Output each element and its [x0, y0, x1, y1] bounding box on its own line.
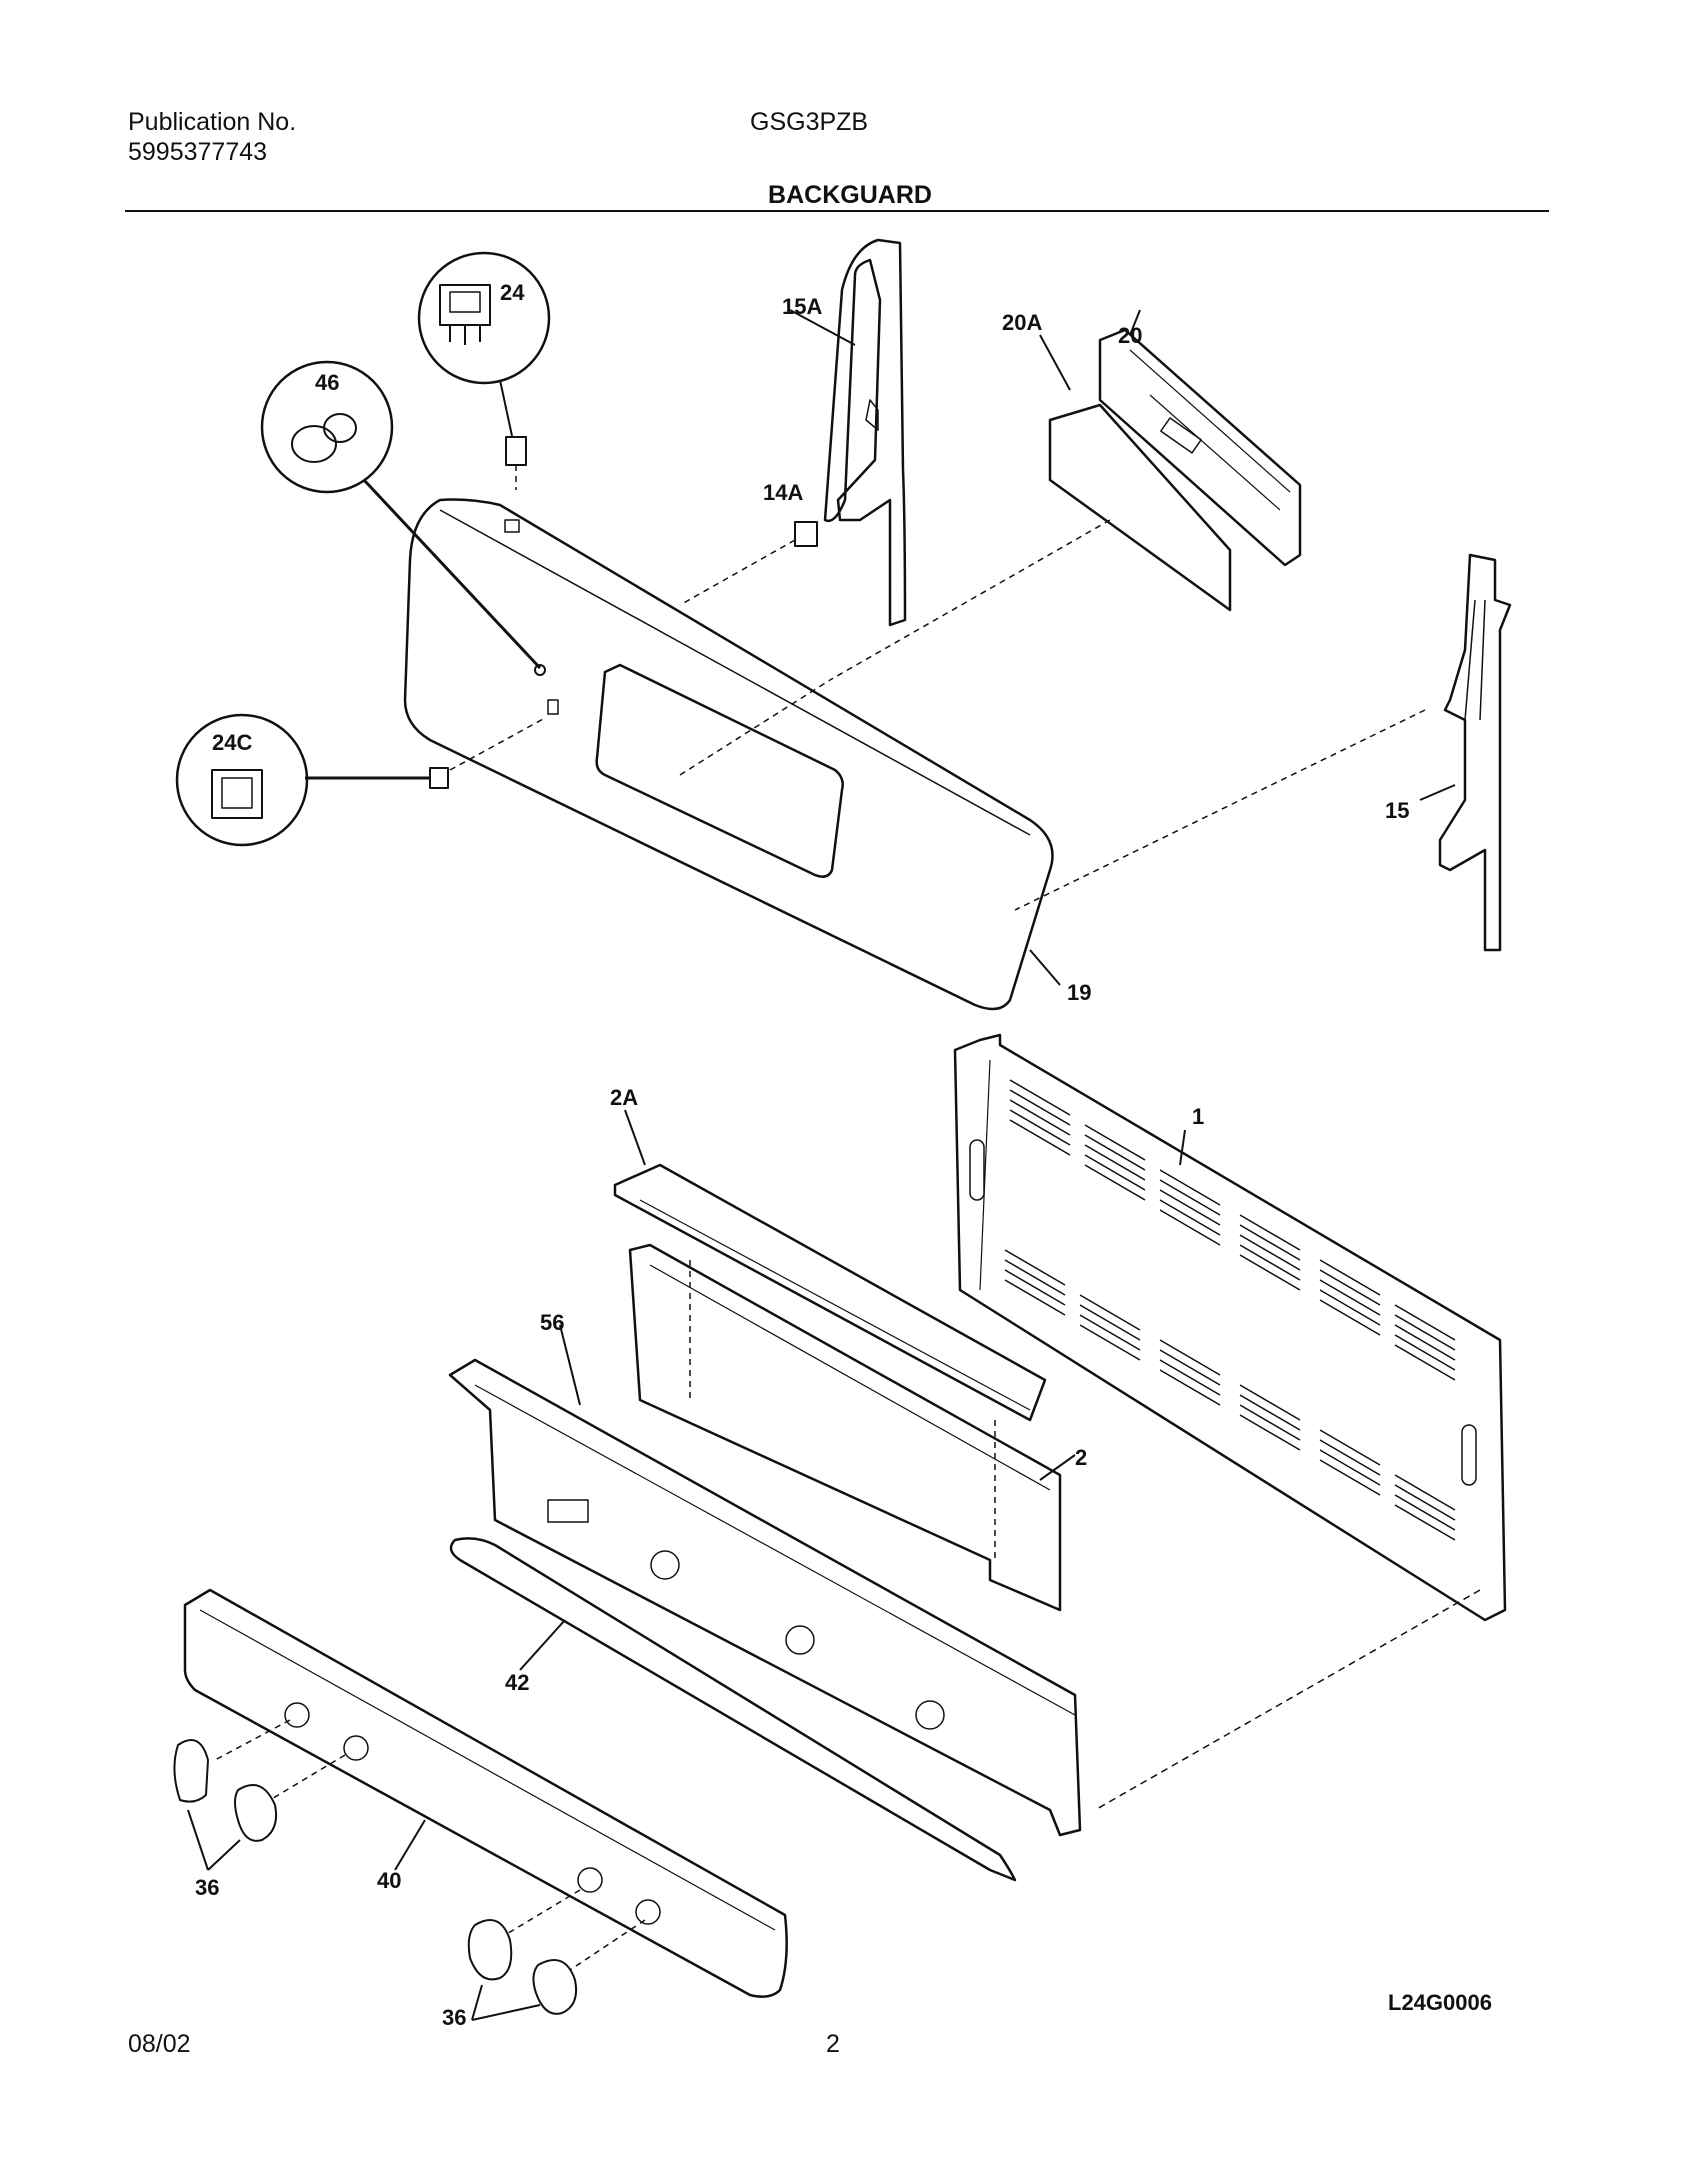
- callout-label-19: 19: [1067, 980, 1091, 1005]
- callout-label-42: 42: [505, 1670, 529, 1695]
- knob-group-upper-36: [173, 1719, 346, 1871]
- part-15-bracket: [1438, 553, 1512, 952]
- part-24c-switch-small: [429, 767, 449, 789]
- callout-label-46: 46: [315, 370, 339, 395]
- callout-label-2: 2: [1075, 1445, 1087, 1470]
- callout-label-1: 1: [1192, 1104, 1204, 1129]
- callout-label-20: 20: [1118, 323, 1142, 348]
- header-rule: [125, 210, 1549, 212]
- callout-label-20a: 20A: [1002, 310, 1042, 335]
- callout-circle-24c: [175, 713, 309, 847]
- panel-display-window: [595, 663, 844, 878]
- callout-label-56: 56: [540, 1310, 564, 1335]
- part-19-backguard-panel: [403, 498, 1054, 1011]
- part-42-trim-strip: [449, 1537, 1017, 1882]
- callout-circle-24: [417, 251, 551, 385]
- drawing-code: L24G0006: [1388, 1990, 1492, 2015]
- callout-label-24c: 24C: [212, 730, 252, 755]
- callout-circle-46: [260, 360, 394, 494]
- part-15a-bracket: [823, 238, 907, 627]
- callout-label-15: 15: [1385, 798, 1409, 823]
- part-2a-shield: [613, 1163, 1047, 1422]
- rear-panel-louvers: [1004, 1079, 1456, 1541]
- part-2-inner-panel: [628, 1243, 1062, 1612]
- callout-label-36-upper: 36: [195, 1875, 219, 1900]
- callout-label-2a: 2A: [610, 1085, 638, 1110]
- callout-label-24: 24: [500, 280, 525, 305]
- model-number: GSG3PZB: [750, 108, 869, 136]
- callout-label-36-lower: 36: [442, 2005, 466, 2030]
- part-20a-overlay: [1048, 403, 1232, 612]
- knob-group-lower-36: [467, 1889, 646, 2021]
- callout-label-15a: 15A: [782, 294, 822, 319]
- publication-label: Publication No.: [128, 108, 297, 136]
- callout-label-14a: 14A: [763, 480, 803, 505]
- page-number: 2: [826, 2030, 840, 2058]
- part-1-rear-panel: [953, 1033, 1507, 1622]
- part-14a-clip: [794, 521, 818, 547]
- callout-label-40: 40: [377, 1868, 401, 1893]
- part-40-control-panel: [183, 1588, 788, 1998]
- part-24-switch-small: [505, 436, 527, 466]
- section-title: BACKGUARD: [768, 181, 932, 209]
- part-20-control-board: [1098, 328, 1302, 567]
- footer-date: 08/02: [128, 2030, 191, 2058]
- publication-number: 5995377743: [128, 138, 268, 166]
- part-56-manifold-panel: [448, 1358, 1082, 1837]
